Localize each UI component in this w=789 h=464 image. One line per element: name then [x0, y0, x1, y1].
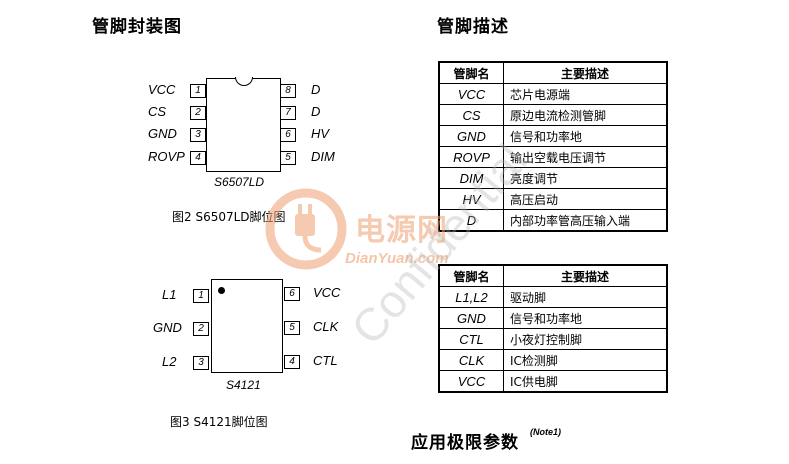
pin-number: 1 — [193, 289, 209, 303]
pin-label: ROVP — [148, 149, 185, 164]
pin-number: 1 — [190, 84, 206, 98]
pin-desc-cell: 信号和功率地 — [503, 307, 668, 329]
pin-number: 5 — [284, 321, 300, 335]
limits-note: (Note1) — [530, 427, 561, 437]
table-header-pin-name: 管脚名 — [438, 61, 504, 84]
pin-name-cell: DIM — [438, 167, 504, 189]
pin-number: 4 — [190, 151, 206, 165]
watermark-brand-cn: 电源网 — [355, 213, 448, 248]
pin-desc-cell: 输出空载电压调节 — [503, 146, 668, 168]
pin-label: HV — [311, 126, 330, 141]
pin-number: 4 — [284, 355, 300, 369]
table-header-description: 主要描述 — [503, 264, 668, 287]
pin-label: GND — [153, 320, 182, 335]
pin-desc-cell: IC检测脚 — [503, 349, 668, 371]
pin-label: CS — [148, 104, 167, 119]
pin-label: DIM — [311, 149, 335, 164]
pin-label: D — [311, 82, 321, 97]
pin-desc-cell: 驱动脚 — [503, 286, 668, 308]
pin-name-cell: VCC — [438, 83, 504, 105]
pin-label: VCC — [313, 285, 341, 300]
dianyuan-logo — [265, 188, 347, 270]
pin-label: D — [311, 104, 321, 119]
pin-name-cell: L1,L2 — [438, 286, 504, 308]
pin-label: CLK — [313, 319, 339, 334]
pin-name-cell: GND — [438, 307, 504, 329]
pin-name-cell: CTL — [438, 328, 504, 350]
pin-number: 2 — [190, 106, 206, 120]
pin-label: L1 — [162, 287, 177, 302]
table-header-pin-name: 管脚名 — [438, 264, 504, 287]
pin-desc-cell: 小夜灯控制脚 — [503, 328, 668, 350]
pin-name-cell: CLK — [438, 349, 504, 371]
chip-s4121-caption: 图3 S4121脚位图 — [170, 415, 268, 429]
chip-s4121-body — [211, 279, 283, 373]
pin-label: L2 — [162, 354, 177, 369]
pin-number: 3 — [190, 128, 206, 142]
pin-desc-cell: 芯片电源端 — [503, 83, 668, 105]
pin-name-cell: CS — [438, 104, 504, 126]
pin-desc-cell: 高压启动 — [503, 188, 668, 210]
pin-label: VCC — [148, 82, 176, 97]
pin-number: 5 — [280, 151, 296, 165]
watermark-brand-en: DianYuan.com — [345, 250, 449, 267]
limits-heading: 应用极限参数 — [411, 433, 519, 453]
pin-desc-heading: 管脚描述 — [437, 17, 509, 37]
pin-name-cell: VCC — [438, 370, 504, 393]
pin-desc-cell: 信号和功率地 — [503, 125, 668, 147]
chip-s4121-name: S4121 — [226, 378, 261, 392]
pin1-dot — [218, 287, 225, 294]
pin-desc-cell: IC供电脚 — [503, 370, 668, 393]
pin-number: 7 — [280, 106, 296, 120]
pin-label: GND — [148, 126, 177, 141]
table-header-description: 主要描述 — [503, 61, 668, 84]
chip-notch — [235, 77, 253, 86]
pin-number: 6 — [284, 287, 300, 301]
plug-logo-icon — [265, 188, 347, 270]
pin-number: 3 — [193, 356, 209, 370]
chip-s6507ld-name: S6507LD — [214, 175, 265, 189]
pin-label: CTL — [313, 353, 338, 368]
pin-desc-cell: 原边电流检测管脚 — [503, 104, 668, 126]
pin-number: 8 — [280, 84, 296, 98]
pin-number: 2 — [193, 322, 209, 336]
chip-s6507ld-body — [206, 77, 281, 172]
pin-name-cell: D — [438, 209, 504, 232]
chip-s6507ld-caption: 图2 S6507LD脚位图 — [172, 210, 286, 224]
pin-desc-cell: 内部功率管高压输入端 — [503, 209, 668, 232]
pin-number: 6 — [280, 128, 296, 142]
package-heading: 管脚封装图 — [92, 17, 182, 37]
